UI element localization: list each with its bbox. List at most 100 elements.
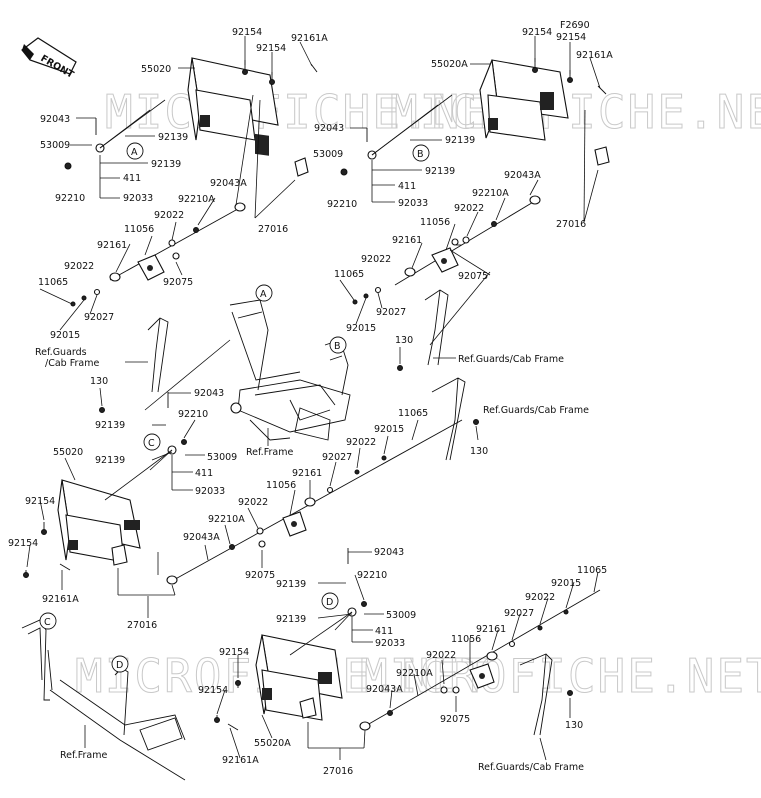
label-ref-frame: Ref.Frame — [246, 447, 293, 458]
label-92027: 92027 — [84, 312, 114, 323]
label-92154: 92154 — [219, 647, 249, 658]
assembly-middle-left — [23, 377, 479, 585]
label-92043: 92043 — [40, 114, 70, 125]
label-411: 411 — [398, 181, 416, 192]
label-92154: 92154 — [232, 27, 262, 38]
callout-a: A — [131, 147, 138, 158]
label-92075: 92075 — [458, 271, 488, 282]
callout-b: B — [417, 149, 424, 160]
label-92161a: 92161A — [222, 755, 259, 766]
label-53009: 53009 — [40, 140, 70, 151]
label-130: 130 — [395, 335, 413, 346]
label-92022: 92022 — [346, 437, 376, 448]
watermark-bottom: MICROFICHE.NET — [360, 649, 761, 703]
label-92161a: 92161A — [291, 33, 328, 44]
label-27016: 27016 — [127, 620, 157, 631]
label-ref-frame: Ref.Frame — [60, 750, 107, 761]
label-92033: 92033 — [195, 486, 225, 497]
label-92210a: 92210A — [472, 188, 509, 199]
label-11065: 11065 — [334, 269, 364, 280]
label-92154: 92154 — [25, 496, 55, 507]
label-92210: 92210 — [327, 199, 357, 210]
label-ref-guards-cab-frame: Ref.Guards/Cab Frame — [458, 354, 564, 365]
watermark-top-right: MICROFICHE.NET — [390, 85, 761, 139]
label-ref-guards: Ref.Guards — [35, 347, 87, 358]
label-92015: 92015 — [551, 578, 581, 589]
label-92161: 92161 — [392, 235, 422, 246]
label-ref-guards-cab-frame: Ref.Guards/Cab Frame — [478, 762, 584, 773]
label-92161: 92161 — [97, 240, 127, 251]
label-92154: 92154 — [198, 685, 228, 696]
label-92015: 92015 — [346, 323, 376, 334]
label-92033: 92033 — [123, 193, 153, 204]
label-92027: 92027 — [504, 608, 534, 619]
label-55020a: 55020A — [431, 59, 468, 70]
label-92161a: 92161A — [42, 594, 79, 605]
label-92022: 92022 — [64, 261, 94, 272]
assembly-bottom-right — [214, 548, 601, 736]
label-ref-guards-cab-frame: Ref.Guards/Cab Frame — [483, 405, 589, 416]
label-92015: 92015 — [50, 330, 80, 341]
label-92210: 92210 — [55, 193, 85, 204]
label-92210: 92210 — [357, 570, 387, 581]
label-92154: 92154 — [256, 43, 286, 54]
label-53009: 53009 — [386, 610, 416, 621]
label-92043a: 92043A — [183, 532, 220, 543]
label-92022: 92022 — [426, 650, 456, 661]
label-92043: 92043 — [374, 547, 404, 558]
watermark-top: MICROFICHE.NET — [105, 85, 521, 139]
label-411: 411 — [123, 173, 141, 184]
callout-b: B — [334, 341, 341, 352]
label-f2690: F2690 — [560, 20, 590, 31]
label-92043: 92043 — [194, 388, 224, 399]
label-92022: 92022 — [454, 203, 484, 214]
label-92027: 92027 — [376, 307, 406, 318]
label-92161: 92161 — [476, 624, 506, 635]
label-92075: 92075 — [163, 277, 193, 288]
label-92139: 92139 — [95, 420, 125, 431]
label-92022: 92022 — [525, 592, 555, 603]
label-92210a: 92210A — [178, 194, 215, 205]
label-92139: 92139 — [95, 455, 125, 466]
label-92043a: 92043A — [366, 684, 403, 695]
label-92033: 92033 — [398, 198, 428, 209]
label-27016: 27016 — [323, 766, 353, 777]
label-92154: 92154 — [556, 32, 586, 43]
label-411: 411 — [375, 626, 393, 637]
label-92139: 92139 — [425, 166, 455, 177]
label-11056: 11056 — [451, 634, 481, 645]
label-92075: 92075 — [245, 570, 275, 581]
label-411: 411 — [195, 468, 213, 479]
label-55020: 55020 — [53, 447, 83, 458]
label-11065: 11065 — [38, 277, 68, 288]
label-53009: 53009 — [207, 452, 237, 463]
label-92139: 92139 — [445, 135, 475, 146]
label-11065: 11065 — [398, 408, 428, 419]
callout-a: A — [260, 289, 267, 300]
label-11056: 11056 — [420, 217, 450, 228]
callout-d: D — [116, 660, 123, 671]
label-92033: 92033 — [375, 638, 405, 649]
label-92161a: 92161A — [576, 50, 613, 61]
label-92043a: 92043A — [210, 178, 247, 189]
label-92210a: 92210A — [208, 514, 245, 525]
label-92043: 92043 — [314, 123, 344, 134]
callout-d: D — [326, 597, 333, 608]
label-92210a: 92210A — [396, 668, 433, 679]
label-55020: 55020 — [141, 64, 171, 75]
label-130: 130 — [565, 720, 583, 731]
label-92027: 92027 — [322, 452, 352, 463]
frame-top — [229, 299, 351, 441]
label-11056: 11056 — [124, 224, 154, 235]
label-92022: 92022 — [361, 254, 391, 265]
label-92139: 92139 — [276, 579, 306, 590]
label-92075: 92075 — [440, 714, 470, 725]
label-27016: 27016 — [556, 219, 586, 230]
label-92154: 92154 — [8, 538, 38, 549]
label-130: 130 — [90, 376, 108, 387]
label-53009: 53009 — [313, 149, 343, 160]
callout-c: C — [148, 438, 155, 449]
callout-c: C — [44, 617, 51, 628]
label-92139: 92139 — [158, 132, 188, 143]
